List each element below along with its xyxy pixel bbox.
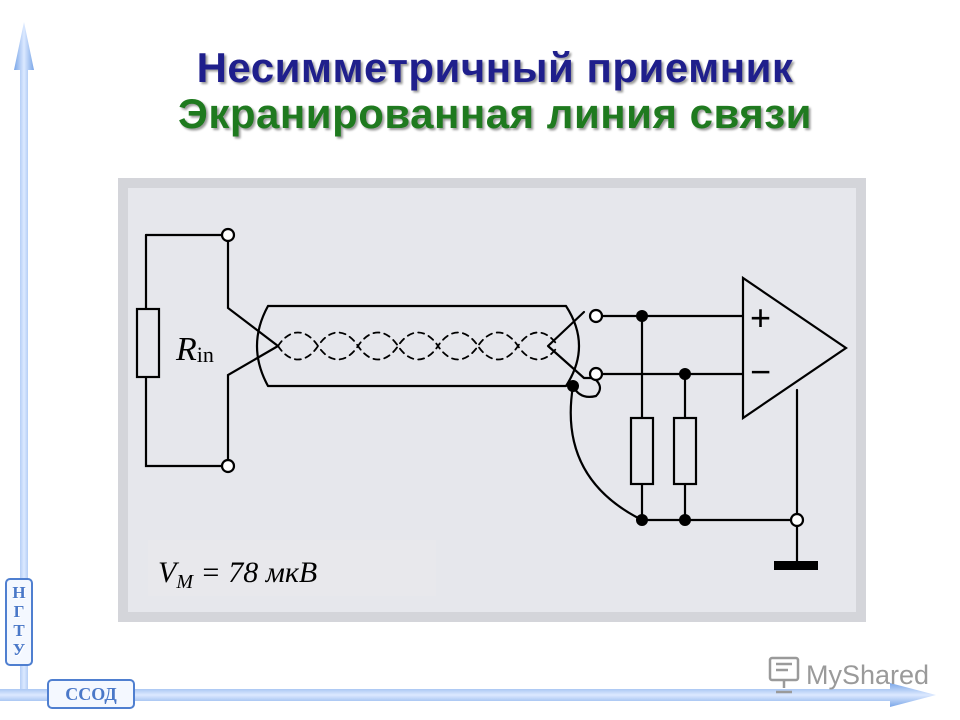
source-twist-wires bbox=[226, 239, 280, 462]
voltage-label: VM = 78 мкВ bbox=[158, 556, 317, 593]
junction-dot bbox=[679, 514, 691, 526]
source-resistor bbox=[135, 307, 161, 379]
junction-dot bbox=[679, 368, 691, 380]
university-badge: Н Г Т У bbox=[5, 578, 33, 666]
source-terminal-bottom bbox=[220, 458, 236, 474]
page-title: Несимметричный приемник bbox=[196, 44, 794, 91]
junction-dot bbox=[567, 380, 579, 392]
cable-shield bbox=[255, 304, 581, 388]
shield-drain bbox=[571, 378, 602, 398]
vertical-axis-arrow bbox=[14, 22, 34, 700]
page-subtitle: Экранированная линия связи bbox=[178, 90, 812, 137]
resistor-label: Rin bbox=[175, 331, 214, 368]
twisted-pair bbox=[277, 331, 559, 361]
receiver-terminal-top bbox=[588, 308, 604, 324]
projector-screen-icon bbox=[768, 656, 800, 694]
op-amp-triangle bbox=[741, 275, 848, 421]
circuit-diagram: Rin + − VM = 78 мкВ bbox=[118, 178, 866, 622]
source-top-wire bbox=[144, 233, 224, 468]
voltage-label-box bbox=[148, 540, 436, 596]
junction-dot bbox=[636, 514, 648, 526]
junction-dot bbox=[636, 310, 648, 322]
source-terminal-top bbox=[220, 227, 236, 243]
course-badge: ССОД bbox=[47, 679, 135, 709]
shield-ground-curve bbox=[569, 384, 644, 522]
horizontal-axis-arrow bbox=[0, 683, 936, 707]
bias-resistor-1 bbox=[629, 416, 655, 486]
amp-minus-sign: − bbox=[750, 351, 771, 392]
myshared-logo[interactable]: MyShared bbox=[766, 652, 936, 696]
ground-symbol bbox=[774, 561, 818, 570]
bias-resistor-2 bbox=[672, 416, 698, 486]
amp-plus-sign: + bbox=[750, 297, 771, 338]
svg-text:MyShared: MyShared bbox=[806, 660, 929, 690]
receiver-terminal-bottom bbox=[588, 366, 604, 382]
ground-terminal bbox=[789, 512, 805, 528]
